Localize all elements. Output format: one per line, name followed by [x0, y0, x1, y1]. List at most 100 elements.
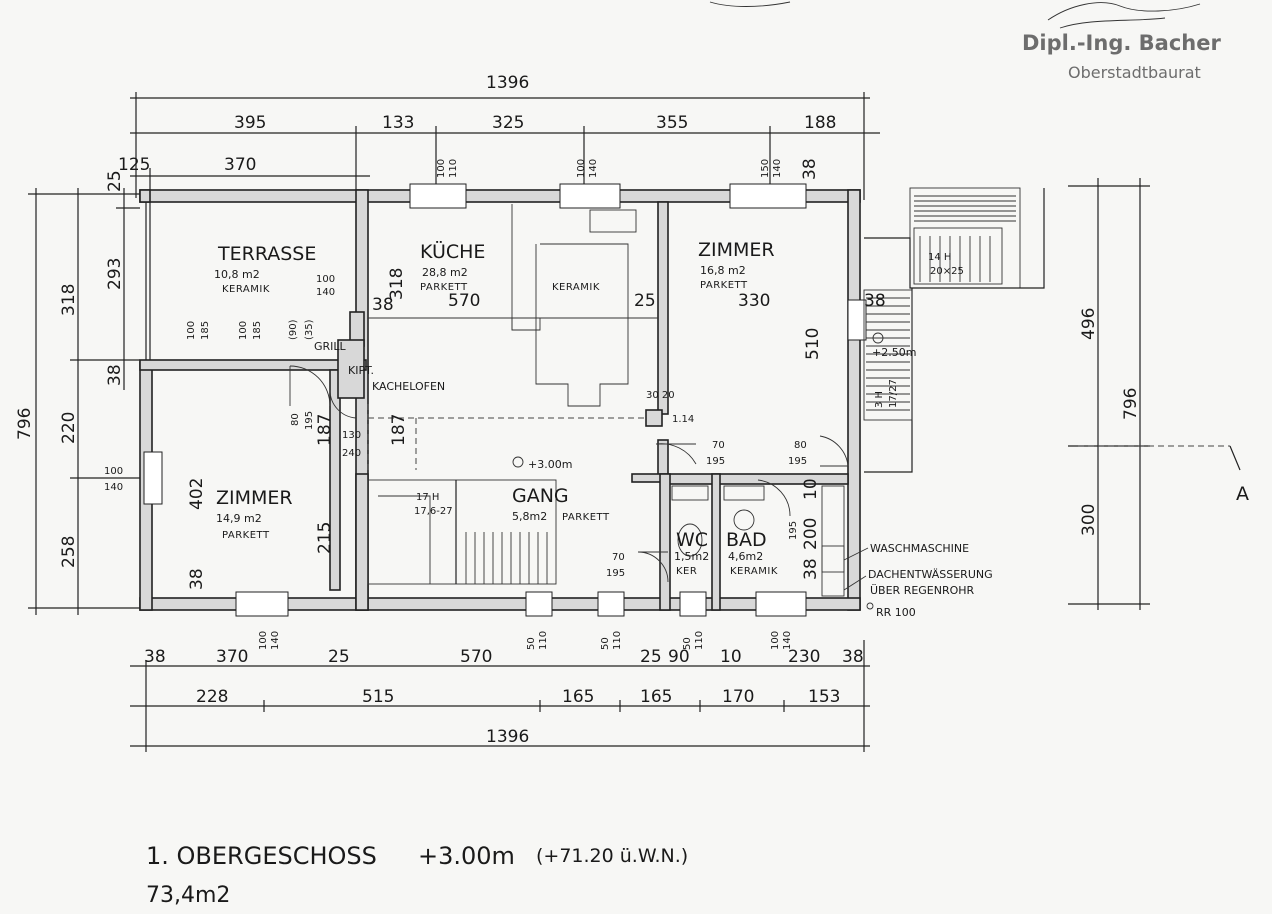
dim-187b: 187 — [389, 414, 409, 446]
interior-walls — [329, 201, 849, 611]
room-kuche-area: 28,8 m2 — [422, 266, 468, 279]
stair-main-size: 17,6-27 — [414, 506, 453, 517]
stair-ext-rises: 14 H — [928, 252, 951, 263]
room-zimmer2-floor: PARKETT — [222, 530, 270, 541]
dim-bwin-110a: 110 — [538, 631, 549, 650]
room-kuche-name: KÜCHE — [420, 240, 485, 263]
dim-zimmer-330: 330 — [738, 291, 770, 311]
dim-door-g195: 195 — [706, 456, 725, 467]
stair-side-size: 17/27 — [888, 379, 899, 408]
stamp-name: Dipl.-Ing. Bacher — [1022, 31, 1221, 55]
dim-bwin-50a: 50 — [526, 637, 537, 650]
kitchen-outline — [337, 204, 663, 470]
dim-win-b1: 100 — [238, 321, 249, 340]
dim-win-c1: (90) — [288, 319, 299, 340]
dim-win-100b: 100 — [576, 159, 587, 178]
room-terrasse-floor: KERAMIK — [222, 284, 270, 295]
dim-left-318: 318 — [59, 284, 79, 316]
stair-main-rises: 17 H — [416, 492, 439, 503]
drain-label-1: DACHENTWÄSSERUNG — [868, 568, 993, 581]
room-terrasse-name: TERRASSE — [217, 243, 316, 265]
dim-kuche-570: 570 — [448, 291, 480, 311]
dim-bad-38: 38 — [801, 558, 821, 580]
level-gang: +3.00m — [528, 458, 572, 471]
stair-side-rises: 3 H — [874, 391, 885, 408]
dim-bwin-110c: 110 — [694, 631, 705, 650]
left-dimensions: 796 318 220 258 25 293 38 100 140 — [15, 170, 140, 615]
dim-187a: 187 — [315, 414, 335, 446]
dim-bot-25b: 25 — [640, 647, 662, 667]
dim-bwin-100d: 100 — [770, 631, 781, 650]
kachelofen-label: KACHELOFEN — [372, 380, 445, 393]
room-kuche-floor: PARKETT — [420, 282, 468, 293]
dim-kuche-25: 25 — [634, 291, 656, 311]
dim-bot-370: 370 — [216, 647, 248, 667]
dim-zimmer-510: 510 — [803, 328, 823, 360]
dim-win-100a: 100 — [436, 159, 447, 178]
room-wc-floor: KER — [676, 566, 697, 577]
bottom-dimensions: 38 370 25 570 25 90 10 230 38 228 515 16… — [130, 631, 870, 752]
dim-kuche-38: 38 — [372, 295, 394, 315]
exterior-staircase — [863, 187, 1045, 473]
level-terrace: +2.50m — [872, 346, 916, 359]
sanitary-fixtures — [671, 485, 845, 597]
dim-bot-90: 90 — [668, 647, 690, 667]
dim-bot-570: 570 — [460, 647, 492, 667]
dim-bot-38b: 38 — [842, 647, 864, 667]
dim-bwin-140d: 140 — [782, 631, 793, 650]
dim-bot-228: 228 — [196, 687, 228, 707]
dim-win-110a: 110 — [448, 159, 459, 178]
room-bad-name: BAD — [726, 529, 767, 551]
room-zimmer1-name: ZIMMER — [698, 239, 775, 261]
floor-level: +3.00m — [418, 842, 515, 870]
kachelofen-top-label: KIPT. — [348, 364, 374, 377]
doors — [289, 365, 849, 583]
dim-bot-165a: 165 — [562, 687, 594, 707]
dim-left-796: 796 — [15, 408, 35, 440]
dim-door-z195: 195 — [788, 456, 807, 467]
dim-top-370: 370 — [224, 155, 256, 175]
dim-bwin-50b: 50 — [600, 637, 611, 650]
dim-bad-200: 200 — [801, 518, 821, 550]
dim-38-left: 38 — [187, 568, 207, 590]
dim-top-188: 188 — [804, 113, 836, 133]
stair-ext-size: 20×25 — [930, 266, 964, 277]
dim-door-wc70: 70 — [612, 552, 625, 563]
dim-kuche-318: 318 — [387, 268, 407, 300]
top-dimensions: 1396 395 133 325 355 188 125 370 100 110… — [118, 73, 880, 200]
rr-label: RR 100 — [876, 606, 916, 619]
dim-door-wc195: 195 — [606, 568, 625, 579]
dim-win-a1: 100 — [186, 321, 197, 340]
dim-right-796: 796 — [1121, 388, 1141, 420]
dim-bwin-50c: 50 — [682, 637, 693, 650]
room-wc-area: 1,5m2 — [674, 550, 709, 563]
signature-stamp: Dipl.-Ing. Bacher Oberstadtbaurat — [709, 1, 1221, 82]
grill-label: GRILL — [314, 340, 347, 353]
dim-bot-153: 153 — [808, 687, 840, 707]
dim-bwin-100a: 100 — [258, 631, 269, 650]
dim-win-140b: 140 — [588, 159, 599, 178]
dim-130: 130 — [342, 430, 361, 441]
dim-215: 215 — [315, 522, 335, 554]
dim-win-b2: 185 — [252, 321, 263, 340]
room-gang-area: 5,8m2 — [512, 510, 547, 523]
dim-left-25: 25 — [105, 170, 125, 192]
dim-win-140c: 140 — [772, 159, 783, 178]
main-staircase — [367, 479, 557, 585]
floor-absolute-level: (+71.20 ü.W.N.) — [536, 845, 688, 867]
dim-240: 240 — [342, 448, 361, 459]
floor-title: 1. OBERGESCHOSS — [146, 842, 377, 870]
section-marker: A — [1236, 483, 1249, 505]
kitchen-island-label: KERAMIK — [552, 282, 600, 293]
room-zimmer1-floor: PARKETT — [700, 280, 748, 291]
dim-door-195: 195 — [304, 411, 315, 430]
dim-zimmer-38: 38 — [864, 291, 886, 311]
windows — [143, 183, 867, 617]
dim-top-355: 355 — [656, 113, 688, 133]
dim-bot-25a: 25 — [328, 647, 350, 667]
annotations: GRILL KIPT. KACHELOFEN +3.00m +2.50m 17 … — [314, 252, 993, 619]
dim-win-150c: 150 — [760, 159, 771, 178]
room-zimmer1-area: 16,8 m2 — [700, 264, 746, 277]
room-wc-name: WC — [676, 529, 708, 551]
